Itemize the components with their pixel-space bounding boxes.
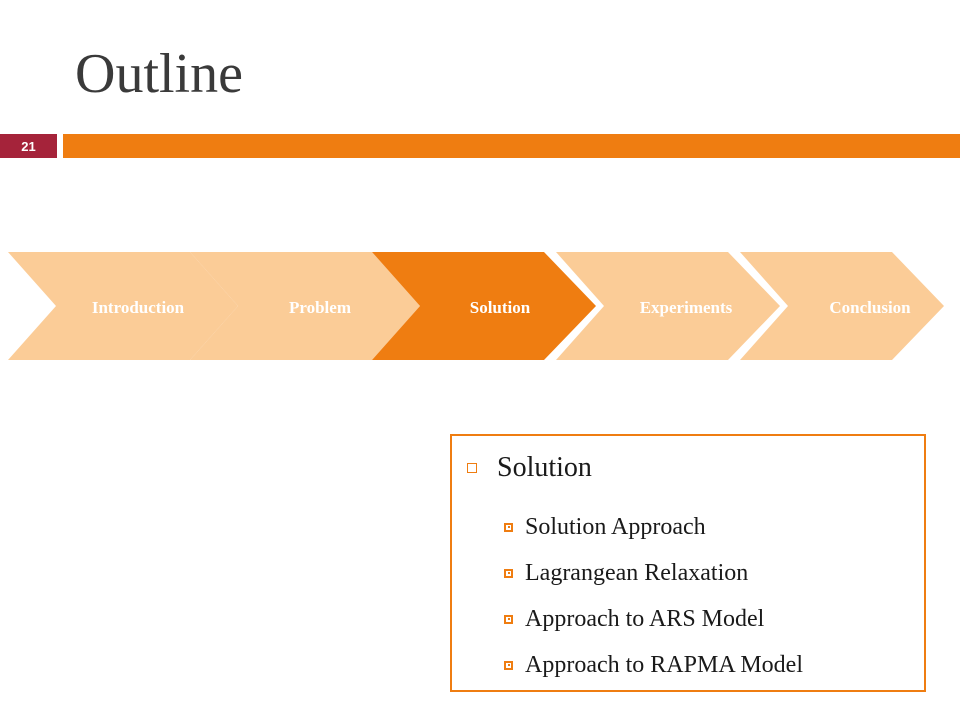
main-bullet: Solution [467, 454, 592, 482]
square-bullet-icon [504, 614, 513, 624]
step-label-conclusion: Conclusion [829, 298, 911, 317]
list-item-text: Solution Approach [525, 514, 706, 540]
step-arrow-solution [372, 252, 596, 360]
content-box: Solution Solution Approach Lagrangean Re… [450, 434, 926, 692]
list-item: Lagrangean Relaxation [504, 550, 803, 596]
square-bullet-icon [504, 522, 513, 532]
step-label-introduction: Introduction [91, 298, 185, 317]
square-bullet-icon [504, 568, 513, 578]
square-bullet-icon [504, 660, 513, 670]
step-label-experiments: Experiments [639, 298, 733, 317]
list-item-text: Approach to RAPMA Model [525, 652, 803, 678]
hollow-square-bullet-icon [467, 463, 477, 473]
header-accent-bar [63, 134, 960, 158]
step-arrow-introduction [8, 252, 238, 360]
process-steps-arrows [8, 252, 944, 360]
slide-title: Outline [75, 43, 243, 105]
step-label-solution: Solution [469, 298, 531, 317]
list-item: Approach to ARS Model [504, 596, 803, 642]
list-item-text: Lagrangean Relaxation [525, 560, 749, 586]
section-heading: Solution [497, 452, 592, 483]
step-label-problem: Problem [288, 298, 351, 317]
list-item: Approach to RAPMA Model [504, 642, 803, 688]
list-item: Solution Approach [504, 504, 803, 550]
list-item-text: Approach to ARS Model [525, 606, 765, 632]
sub-bullet-list: Solution Approach Lagrangean Relaxation … [504, 504, 803, 688]
step-arrow-conclusion [740, 252, 944, 360]
process-steps: Introduction Problem Solution Experiment… [0, 252, 960, 360]
step-arrow-experiments [556, 252, 780, 360]
step-arrow-problem [190, 252, 420, 360]
slide-number-badge: 21 [0, 134, 57, 158]
